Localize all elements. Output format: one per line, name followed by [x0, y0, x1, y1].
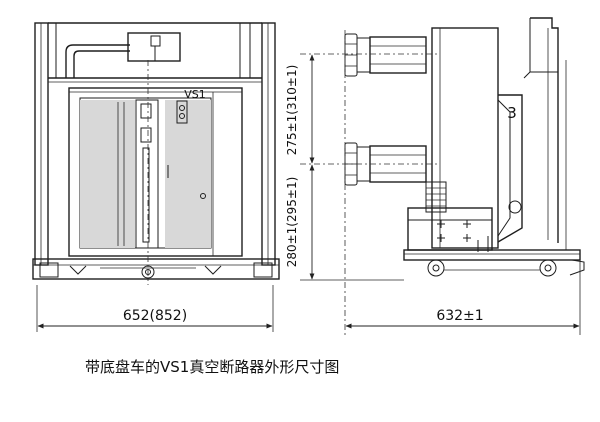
lower-dimension: 280±1(295±1) [285, 177, 299, 268]
front-left-post [34, 22, 49, 266]
side-main-panel [431, 27, 499, 249]
side-mechanism-knob [508, 200, 522, 214]
figure-caption: 带底盘车的VS1真空断路器外形尺寸图 [85, 358, 340, 376]
front-top-handle [65, 44, 130, 78]
front-view: 652(852) [32, 22, 280, 332]
side-mechanism-housing [497, 94, 523, 243]
side-base-plate [403, 249, 581, 261]
front-right-post [261, 22, 276, 266]
side-rear-wheel [539, 259, 557, 277]
front-top-mechanism [127, 32, 181, 62]
front-main-body [68, 87, 243, 257]
front-chassis-base [32, 258, 280, 280]
side-front-wheel [427, 259, 445, 277]
front-width-dimension: 652(852) [123, 308, 187, 324]
side-callout-number: 3 [507, 104, 517, 122]
side-view: 275±1(310±1) 280±1(295±1) 632±1 3 [285, 17, 585, 335]
side-chassis-bracket [407, 207, 493, 251]
model-label: VS1 [184, 88, 206, 101]
depth-dimension: 632±1 [436, 308, 483, 324]
side-rear-frame [530, 17, 559, 243]
upper-insulator [369, 36, 427, 74]
side-bellows [425, 181, 447, 213]
upper-dimension: 275±1(310±1) [285, 65, 299, 156]
